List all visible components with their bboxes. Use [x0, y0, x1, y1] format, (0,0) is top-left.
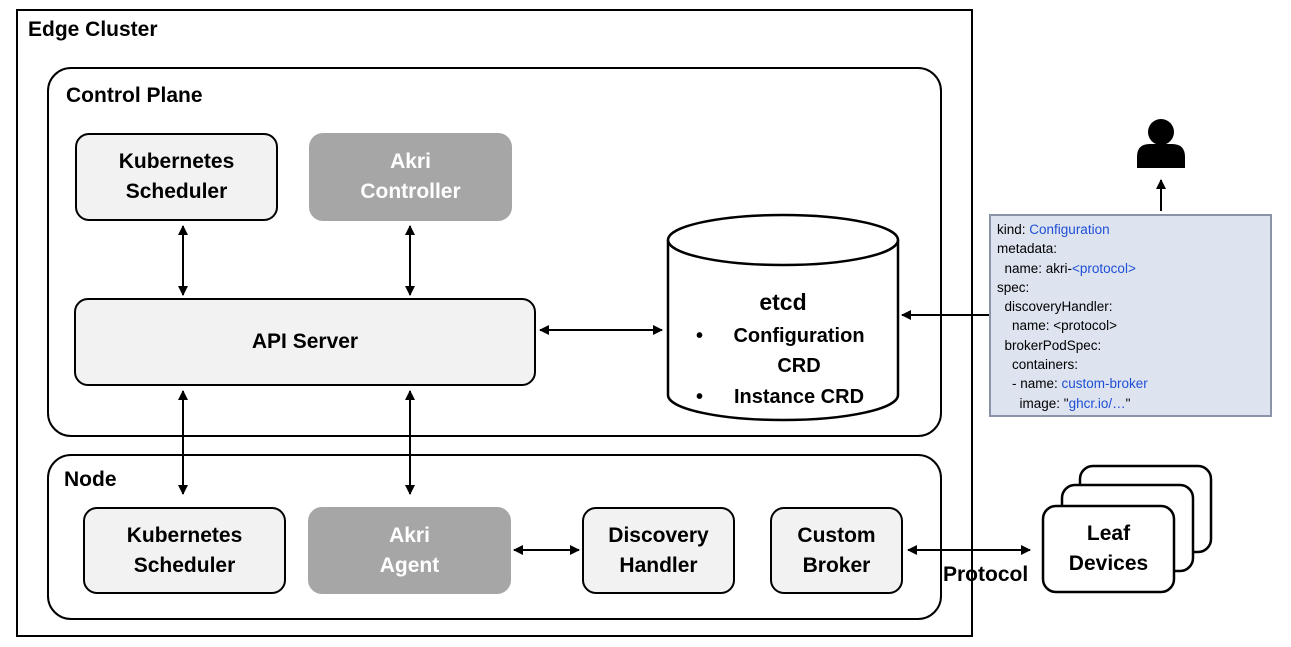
- yaml-line: - name: custom-broker: [997, 374, 1264, 393]
- protocol-label: Protocol: [943, 563, 1029, 586]
- yaml-line: brokerPodSpec:: [997, 336, 1264, 355]
- etcd-title: etcd: [759, 289, 807, 315]
- api-server-label: API Server: [251, 330, 359, 353]
- yaml-line: spec:: [997, 278, 1264, 297]
- etcd-cylinder: [666, 213, 900, 422]
- custom-broker-line1: Custom: [797, 523, 876, 547]
- yaml-key: metadata:: [997, 241, 1058, 257]
- kubernetes-scheduler-box-node: Kubernetes Scheduler: [83, 507, 286, 594]
- discovery-handler-box: Discovery Handler: [582, 507, 735, 594]
- akri-controller-line2: Controller: [360, 180, 461, 203]
- yaml-key: spec:: [997, 279, 1030, 295]
- user-icon: [1137, 119, 1185, 168]
- yaml-key: containers:: [997, 357, 1079, 373]
- node-scheduler-line2: Scheduler: [133, 553, 236, 577]
- yaml-key: kind:: [997, 222, 1030, 237]
- leaf-devices-line2: Devices: [1068, 552, 1149, 575]
- kubernetes-scheduler-box-control: Kubernetes Scheduler: [75, 133, 278, 221]
- yaml-suffix: ": [1125, 395, 1131, 411]
- edge-cluster-label: Edge Cluster: [28, 18, 158, 41]
- control-plane-label: Control Plane: [66, 84, 203, 107]
- api-server-box: API Server: [74, 298, 536, 386]
- yaml-value: Configuration: [1029, 222, 1110, 237]
- akri-agent-box: Akri Agent: [308, 507, 511, 594]
- yaml-key: brokerPodSpec:: [997, 337, 1102, 353]
- etcd-item-instance-line1: Instance CRD: [733, 386, 865, 408]
- yaml-line: metadata:: [997, 239, 1264, 258]
- etcd-item-instance: Instance CRD: [722, 382, 876, 412]
- leaf-devices-label: Leaf Devices: [1043, 506, 1174, 592]
- custom-broker-box: Custom Broker: [770, 507, 903, 594]
- discovery-handler-line1: Discovery: [608, 523, 709, 547]
- etcd-bullet-mark-1: •: [696, 325, 704, 347]
- akri-agent-line1: Akri: [389, 523, 430, 547]
- yaml-key: name: <protocol>: [997, 318, 1118, 334]
- kubernetes-scheduler-line2: Scheduler: [125, 180, 228, 203]
- yaml-line: kind: Configuration: [997, 220, 1264, 239]
- akri-controller-box: Akri Controller: [309, 133, 512, 221]
- etcd-item-configuration-line1: Configuration: [733, 325, 865, 347]
- leaf-devices-line1: Leaf: [1086, 522, 1131, 545]
- etcd-item-configuration-line2: CRD: [777, 355, 821, 377]
- yaml-key: name: akri-: [997, 260, 1073, 276]
- yaml-line: name: akri-<protocol>: [997, 259, 1264, 278]
- yaml-line: name: <protocol>: [997, 316, 1264, 335]
- node-label: Node: [64, 468, 117, 491]
- akri-agent-line2: Agent: [379, 553, 440, 577]
- yaml-key: image: ": [997, 395, 1069, 411]
- etcd-bullet-mark-2: •: [696, 386, 704, 408]
- leaf-devices-stack: [1041, 464, 1213, 594]
- custom-broker-line2: Broker: [802, 553, 871, 577]
- yaml-line: discoveryHandler:: [997, 297, 1264, 316]
- etcd-item-configuration: Configuration CRD: [722, 321, 876, 381]
- node-scheduler-line1: Kubernetes: [126, 523, 243, 547]
- configuration-yaml-panel: kind: Configuration metadata: name: akri…: [989, 214, 1272, 417]
- yaml-value: <protocol>: [1072, 260, 1136, 276]
- yaml-key: - name:: [997, 376, 1062, 392]
- discovery-handler-line2: Handler: [619, 553, 698, 577]
- yaml-value: ghcr.io/…: [1068, 395, 1126, 411]
- yaml-key: discoveryHandler:: [997, 299, 1113, 315]
- akri-controller-line1: Akri: [390, 150, 431, 173]
- yaml-value: custom-broker: [1061, 376, 1148, 392]
- etcd-content: etcd: [668, 287, 898, 317]
- yaml-line: image: "ghcr.io/…": [997, 394, 1264, 413]
- kubernetes-scheduler-line1: Kubernetes: [118, 150, 235, 173]
- yaml-line: containers:: [997, 355, 1264, 374]
